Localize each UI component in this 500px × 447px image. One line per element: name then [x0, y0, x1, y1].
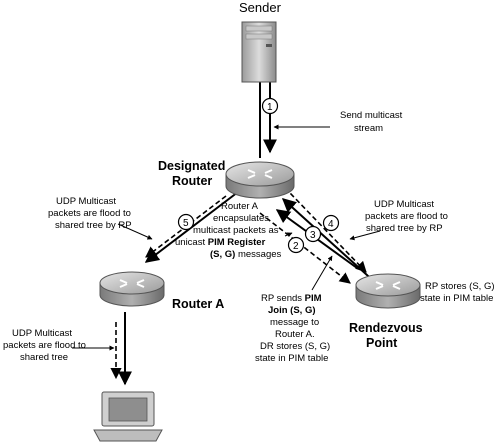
note-udp-left: UDP Multicast packets are flood to share… — [48, 196, 132, 231]
pointer-arrows — [72, 124, 381, 351]
note-encap-line4-bold: PIM Register — [208, 237, 266, 248]
svg-text:UDP Multicast: UDP Multicast — [12, 328, 72, 339]
note-udp-right: UDP Multicast packets are flood to share… — [365, 199, 448, 234]
step-3-marker: 3 — [304, 225, 322, 243]
note-udp-bottom: UDP Multicast packets are flood to share… — [3, 328, 86, 363]
svg-text:Send multicast: Send multicast — [340, 110, 403, 121]
svg-text:3: 3 — [310, 230, 316, 241]
note-encap-line4-pre: unicast — [175, 237, 208, 248]
svg-text:multicast packets as: multicast packets as — [193, 225, 279, 236]
router-a-icon — [99, 271, 165, 307]
note-encap-line5-post: messages — [235, 249, 281, 260]
svg-text:RP stores (S, G): RP stores (S, G) — [425, 281, 495, 292]
note-send-stream: Send multicast stream — [340, 110, 403, 134]
svg-text:Join (S, G): Join (S, G) — [268, 305, 316, 316]
step-4-marker: 4 — [322, 214, 340, 232]
designated-router-label-1: Designated — [158, 159, 225, 173]
note-pim-join: RP sends PIM Join (S, G) message to Rout… — [255, 293, 330, 364]
step-1-marker: 1 — [261, 97, 279, 115]
rendezvous-point-router-icon — [355, 273, 421, 309]
svg-text:DR stores (S, G): DR stores (S, G) — [260, 341, 330, 352]
svg-text:(S, G) messages: (S, G) messages — [210, 249, 282, 260]
svg-text:Router A: Router A — [221, 201, 259, 212]
router-a-label: Router A — [172, 297, 224, 311]
note-join-line1-bold: PIM — [305, 293, 322, 304]
receiver-computer-icon — [93, 391, 163, 442]
rendezvous-point-label-1: Rendezvous — [349, 321, 423, 335]
step-circles: 1 2 3 4 5 — [177, 97, 340, 254]
svg-text:UDP Multicast: UDP Multicast — [56, 196, 116, 207]
designated-router-label-2: Router — [172, 174, 212, 188]
svg-text:shared tree by RP: shared tree by RP — [366, 223, 443, 234]
svg-text:packets are flood to: packets are flood to — [48, 208, 131, 219]
svg-text:encapsulates: encapsulates — [213, 213, 269, 224]
step-5-marker: 5 — [177, 213, 195, 231]
note-encapsulation: Router A encapsulates multicast packets … — [175, 201, 282, 260]
svg-text:RP sends PIM: RP sends PIM — [261, 293, 322, 304]
note-join-line1-pre: RP sends — [261, 293, 305, 304]
svg-text:unicast PIM Register: unicast PIM Register — [175, 237, 266, 248]
note-rp-state: RP stores (S, G) state in PIM table — [420, 281, 495, 304]
arrow-step4-dashed — [289, 192, 367, 273]
svg-text:2: 2 — [293, 241, 299, 252]
svg-text:4: 4 — [328, 219, 334, 230]
svg-text:packets are flood to: packets are flood to — [365, 211, 448, 222]
svg-text:5: 5 — [183, 218, 189, 229]
designated-router-icon — [225, 161, 295, 199]
rendezvous-point-label-2: Point — [366, 336, 398, 350]
svg-text:shared tree by RP: shared tree by RP — [55, 220, 132, 231]
svg-text:UDP Multicast: UDP Multicast — [374, 199, 434, 210]
svg-text:message to: message to — [270, 317, 319, 328]
svg-text:1: 1 — [267, 102, 273, 113]
svg-text:state in PIM table: state in PIM table — [420, 293, 493, 304]
arrow-step2-register-dashed — [259, 212, 351, 284]
note-encap-line5: (S, G) — [210, 249, 235, 260]
svg-text:stream: stream — [354, 123, 383, 134]
sender-label: Sender — [239, 0, 282, 15]
svg-text:state in PIM table: state in PIM table — [255, 353, 328, 364]
step-2-marker: 2 — [287, 236, 305, 254]
sender-server-icon — [241, 21, 277, 83]
svg-text:packets are flood to: packets are flood to — [3, 340, 86, 351]
svg-text:Router A.: Router A. — [275, 329, 315, 340]
svg-text:shared tree: shared tree — [20, 352, 68, 363]
